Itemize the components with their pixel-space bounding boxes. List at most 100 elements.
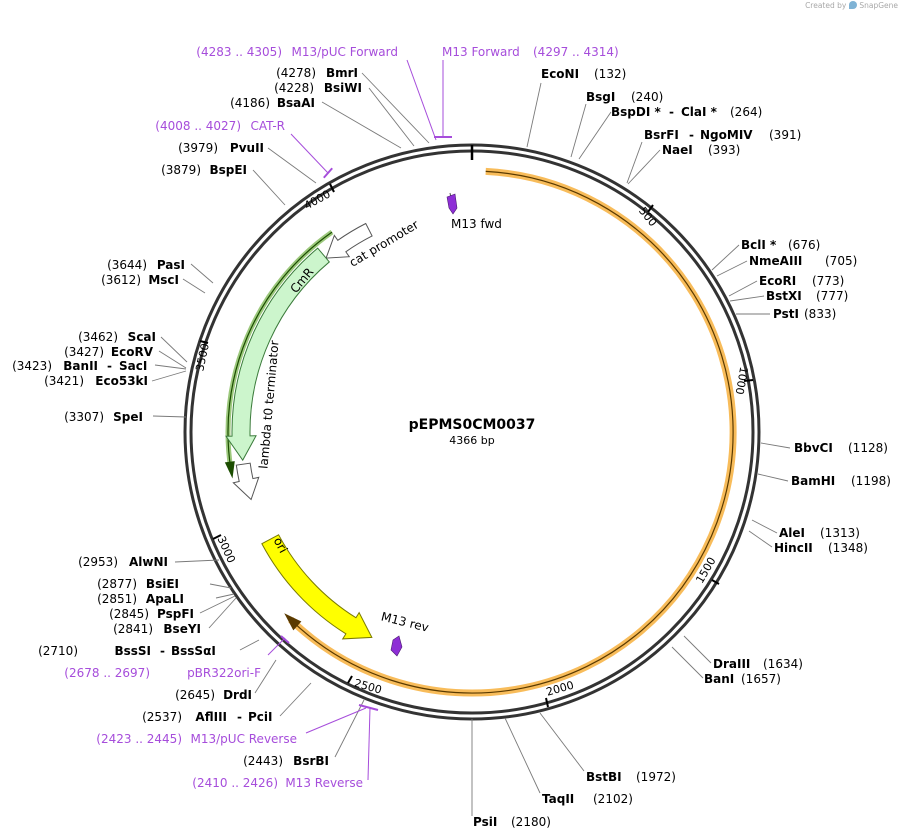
primer-pbr322ori-f[interactable]: pBR322ori-F (187, 666, 261, 680)
site-econi-pos: (132) (594, 67, 626, 81)
site-bsrbi[interactable]: BsrBI (293, 754, 329, 768)
site-eco53ki[interactable]: Eco53kI (95, 374, 148, 388)
site-banii[interactable]: BanII (63, 359, 98, 373)
site-bbvci[interactable]: BbvCI (794, 441, 833, 455)
plasmid-name: pEPMS0CM0037 (409, 417, 536, 433)
cmr-cds-feature[interactable] (225, 247, 331, 462)
site-bani-pos: (1657) (741, 672, 781, 686)
site-bmri[interactable]: BmrI (326, 66, 358, 80)
site-scai[interactable]: ScaI (128, 330, 156, 344)
site-nmeaiii[interactable]: NmeAIII (749, 254, 802, 268)
credit-brand: SnapGene (859, 1, 898, 10)
site-bsiei[interactable]: BsiEI (146, 577, 179, 591)
site-bcli[interactable]: BclI * (741, 238, 777, 252)
site-afliii[interactable]: AflIII (195, 710, 227, 724)
site-pspfi[interactable]: PspFI (157, 607, 194, 621)
lambda-t0-terminator-feature[interactable] (232, 462, 260, 501)
site-bsrbi-pos: (2443) (243, 754, 283, 768)
site-leaders (151, 72, 791, 816)
primer-cat-r[interactable]: CAT-R (250, 119, 285, 133)
site-sep-1: - (669, 105, 674, 119)
site-bsgi[interactable]: BsgI (586, 90, 615, 104)
site-nmeaiii-pos: (705) (825, 254, 857, 268)
site-ecori[interactable]: EcoRI (759, 274, 796, 288)
site-bcli-pos: (676) (788, 238, 820, 252)
m13-rev-marker[interactable] (390, 635, 403, 657)
site-psii-pos: (2180) (511, 815, 551, 829)
primer-m13-reverse[interactable]: M13 Reverse (285, 776, 363, 790)
site-pasi[interactable]: PasI (157, 258, 185, 272)
primer-m13puc-forward[interactable]: M13/pUC Forward (291, 45, 398, 59)
site-drdi[interactable]: DrdI (223, 688, 252, 702)
primer-m13-forward-range: (4297 .. 4314) (533, 45, 619, 59)
site-eco53ki-pos: (3421) (44, 374, 84, 388)
site-draiii[interactable]: DraIII (713, 657, 750, 671)
site-ecorv[interactable]: EcoRV (111, 345, 154, 359)
site-ngomiv[interactable]: NgoMIV (700, 128, 753, 142)
site-apali[interactable]: ApaLI (146, 592, 184, 606)
primer-m13puc-reverse-range: (2423 .. 2445) (96, 732, 182, 746)
tick-1000: 1000 (733, 366, 751, 396)
site-bseyi[interactable]: BseYI (163, 622, 201, 636)
site-bsaai[interactable]: BsaAI (277, 96, 315, 110)
m13-rev-label: M13 rev (380, 609, 431, 634)
site-bamhi-pos: (1198) (851, 474, 891, 488)
site-bsiei-pos: (2877) (97, 577, 137, 591)
site-bstxi[interactable]: BstXI (766, 289, 802, 303)
site-pvuii-pos: (3979) (178, 141, 218, 155)
site-drdi-pos: (2645) (175, 688, 215, 702)
site-bsgi-pos: (240) (631, 90, 663, 104)
primer-m13puc-reverse[interactable]: M13/pUC Reverse (191, 732, 298, 746)
m13-fwd-marker[interactable] (446, 192, 458, 215)
credit-prefix: Created by (805, 1, 847, 10)
site-saci[interactable]: SacI (119, 359, 147, 373)
site-naei[interactable]: NaeI (662, 143, 693, 157)
site-econi[interactable]: EcoNI (541, 67, 579, 81)
site-bsiwi[interactable]: BsiWI (324, 81, 362, 95)
site-bbvci-pos: (1128) (848, 441, 888, 455)
site-msci-pos: (3612) (101, 273, 141, 287)
primer-m13puc-forward-range: (4283 .. 4305) (196, 45, 282, 59)
site-ecori-pos: (773) (812, 274, 844, 288)
site-bsrfi[interactable]: BsrFI (644, 128, 679, 142)
site-msci[interactable]: MscI (148, 273, 179, 287)
site-clai[interactable]: ClaI * (681, 105, 718, 119)
m13-fwd-label: M13 fwd (451, 217, 502, 231)
orange-arc-arrowhead (284, 613, 302, 631)
site-bstbi[interactable]: BstBI (586, 770, 622, 784)
site-clai-pos: (264) (730, 105, 762, 119)
snapgene-logo-icon (849, 1, 858, 9)
site-sep-2: - (689, 128, 694, 142)
site-bani[interactable]: BanI (704, 672, 734, 686)
site-bstxi-pos: (777) (816, 289, 848, 303)
primer-labels: M13/pUC Forward (4283 .. 4305) M13 Forwa… (64, 45, 618, 790)
site-taqii[interactable]: TaqII (542, 792, 574, 806)
cat-promoter-feature[interactable] (325, 222, 373, 259)
site-alei[interactable]: AleI (779, 526, 805, 540)
site-bsssi-pos: (2710) (38, 644, 78, 658)
primer-m13-forward[interactable]: M13 Forward (442, 45, 520, 59)
site-sep-3: - (237, 710, 242, 724)
site-alwni[interactable]: AlwNI (129, 555, 168, 569)
site-bmri-pos: (4278) (276, 66, 316, 80)
ori-feature[interactable] (261, 534, 373, 640)
site-bsssai[interactable]: BssSαI (171, 644, 216, 658)
site-psti[interactable]: PstI (773, 307, 799, 321)
site-pcii[interactable]: PciI (248, 710, 273, 724)
site-sep-4: - (160, 644, 165, 658)
site-bsssi[interactable]: BssSI (114, 644, 151, 658)
site-psii[interactable]: PsiI (473, 815, 497, 829)
snapgene-credit: Created by SnapGene (805, 1, 898, 10)
site-spei[interactable]: SpeI (113, 410, 143, 424)
site-bstbi-pos: (1972) (636, 770, 676, 784)
site-bamhi[interactable]: BamHI (791, 474, 835, 488)
site-scai-pos: (3462) (78, 330, 118, 344)
site-bspdi[interactable]: BspDI * (611, 105, 661, 119)
tick-3500: 3500 (193, 342, 212, 372)
site-pvuii[interactable]: PvuII (230, 141, 264, 155)
site-hincii[interactable]: HincII (774, 541, 813, 555)
site-apali-pos: (2851) (97, 592, 137, 606)
site-spei-pos: (3307) (64, 410, 104, 424)
site-bspei[interactable]: BspEI (209, 163, 247, 177)
site-ngomiv-pos: (391) (769, 128, 801, 142)
